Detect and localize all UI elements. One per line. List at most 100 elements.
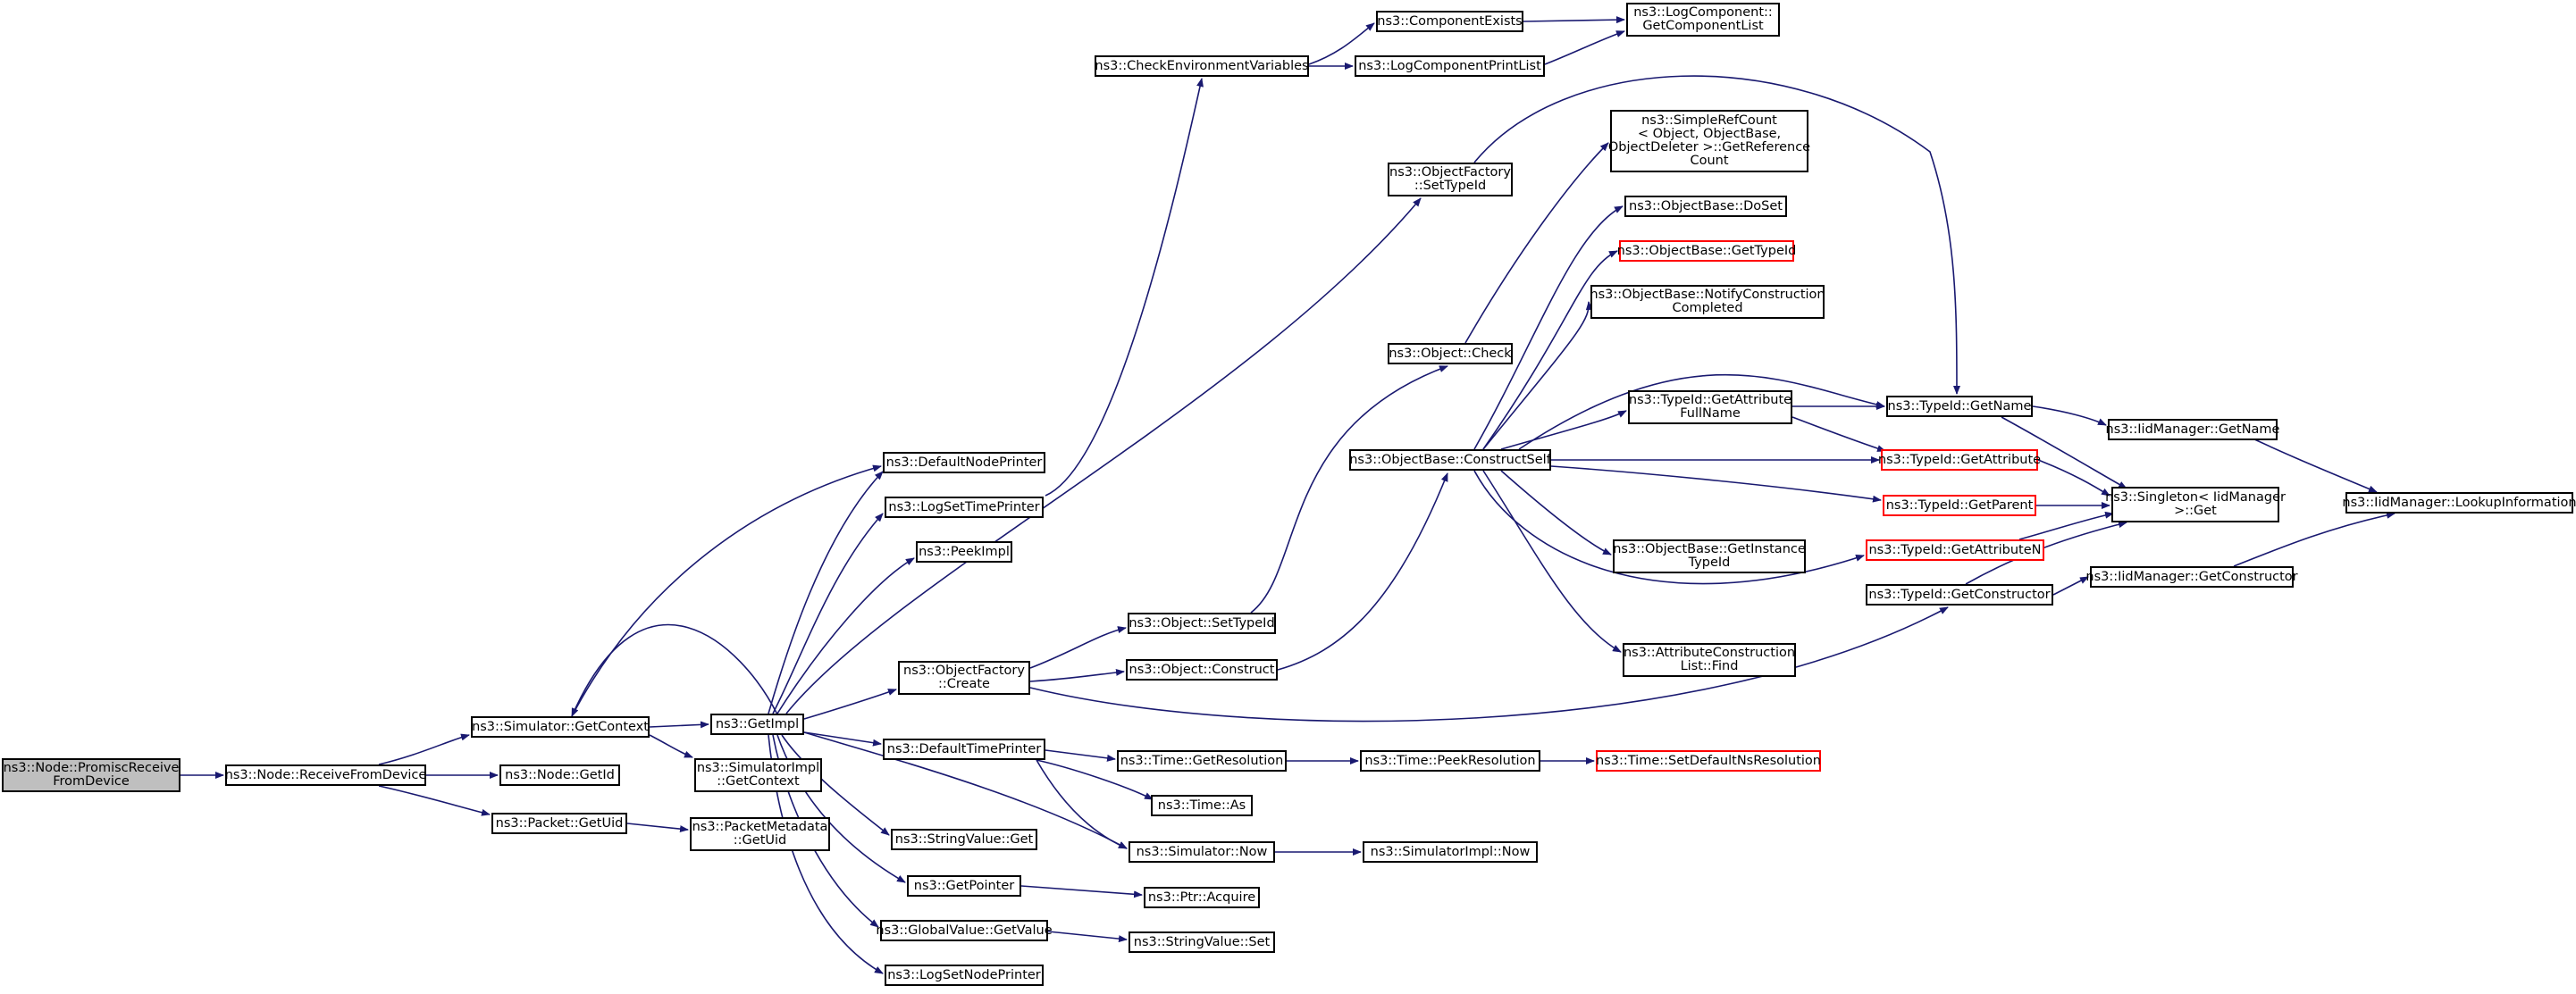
- node-label-line: GetComponentList: [1642, 19, 1764, 33]
- node-time-set-default-ns-resolution[interactable]: ns3::Time::SetDefaultNsResolution: [1596, 750, 1821, 772]
- node-object-factory-set-type-id[interactable]: ns3::ObjectFactory::SetTypeId: [1388, 163, 1513, 196]
- node-label-line: ns3::LogComponent::: [1633, 5, 1773, 20]
- node-label-line: Count: [1690, 154, 1729, 168]
- call-edge: [1020, 885, 1143, 898]
- node-time-peek-resolution[interactable]: ns3::Time::PeekResolution: [1360, 750, 1540, 772]
- call-edge: [1036, 759, 1128, 849]
- node-label-line: ns3::ObjectBase::NotifyConstruction: [1590, 288, 1825, 302]
- node-label-line: ns3::TypeId::GetAttribute: [1877, 452, 2042, 467]
- node-object-set-type-id[interactable]: ns3::Object::SetTypeId: [1128, 613, 1276, 634]
- node-simple-ref-count-get-reference-count[interactable]: ns3::SimpleRefCount< Object, ObjectBase,…: [1608, 110, 1810, 172]
- node-label-line: ns3::TypeId::GetName: [1887, 398, 2032, 413]
- node-iid-manager-get-name[interactable]: ns3::IidManager::GetName: [2105, 419, 2280, 440]
- node-get-impl[interactable]: ns3::GetImpl: [710, 714, 804, 735]
- node-string-value-set[interactable]: ns3::StringValue::Set: [1129, 931, 1275, 953]
- node-label-line: ns3::Packet::GetUid: [495, 815, 624, 831]
- call-edge: [785, 197, 1422, 714]
- node-type-id-get-attribute[interactable]: ns3::TypeId::GetAttribute: [1877, 449, 2042, 471]
- call-edge: [1544, 30, 1625, 65]
- node-packetmetadata-get-uid[interactable]: ns3::PacketMetadata::GetUid: [690, 817, 830, 851]
- node-label-line: ns3::IidManager::LookupInformation: [2342, 495, 2576, 510]
- node-label-line: ns3::Node::GetId: [505, 767, 615, 782]
- node-label-line: FullName: [1680, 406, 1741, 421]
- call-edge: [2037, 459, 2110, 497]
- call-edge: [1464, 142, 1609, 344]
- node-object-check[interactable]: ns3::Object::Check: [1388, 343, 1513, 364]
- node-label-line: ns3::LogSetTimePrinter: [888, 499, 1040, 514]
- call-edge: [1482, 470, 1622, 653]
- node-packet-get-uid[interactable]: ns3::Packet::GetUid: [491, 813, 627, 834]
- node-label-line: ns3::Time::SetDefaultNsResolution: [1596, 753, 1821, 768]
- node-string-value-get[interactable]: ns3::StringValue::Get: [891, 829, 1037, 850]
- node-label-line: ns3::ObjectBase::GetTypeId: [1616, 243, 1797, 258]
- node-component-exists[interactable]: ns3::ComponentExists: [1376, 11, 1523, 32]
- node-label-line: ::SetTypeId: [1414, 179, 1487, 193]
- node-get-pointer[interactable]: ns3::GetPointer: [907, 875, 1021, 897]
- call-edge: [378, 733, 470, 765]
- node-singleton-iid-manager-get[interactable]: ns3::Singleton< IidManager>::Get: [2105, 487, 2286, 522]
- node-label-line: ns3::ComponentExists: [1377, 13, 1523, 29]
- call-edge: [1277, 472, 1448, 671]
- node-object-construct[interactable]: ns3::Object::Construct: [1126, 659, 1278, 681]
- call-edge: [772, 513, 884, 714]
- node-object-base-construct-self[interactable]: ns3::ObjectBase::ConstructSelf: [1349, 449, 1551, 471]
- node-iid-manager-get-constructor[interactable]: ns3::IidManager::GetConstructor: [2085, 566, 2298, 588]
- node-node-get-id[interactable]: ns3::Node::GetId: [499, 764, 620, 786]
- node-log-component-print-list[interactable]: ns3::LogComponentPrintList: [1355, 55, 1545, 77]
- call-edge: [1473, 470, 1865, 585]
- call-edge: [626, 823, 689, 833]
- node-label-line: ns3::Singleton< IidManager: [2105, 490, 2286, 505]
- node-time-as[interactable]: ns3::Time::As: [1151, 795, 1253, 816]
- node-simulatorimpl-get-context[interactable]: ns3::SimulatorImpl::GetContext: [694, 758, 822, 792]
- call-edge: [1029, 668, 1125, 682]
- node-label-line: ns3::IidManager::GetName: [2105, 422, 2280, 437]
- node-default-time-printer[interactable]: ns3::DefaultTimePrinter: [883, 739, 1045, 760]
- node-type-id-get-constructor[interactable]: ns3::TypeId::GetConstructor: [1866, 584, 2053, 606]
- node-peek-impl[interactable]: ns3::PeekImpl: [916, 541, 1012, 563]
- node-receive-from-device[interactable]: ns3::Node::ReceiveFromDevice: [225, 764, 426, 786]
- node-label-line: ns3::AttributeConstruction: [1623, 646, 1796, 660]
- node-label-line: ns3::Node::ReceiveFromDevice: [224, 767, 427, 782]
- call-edge: [2233, 511, 2396, 567]
- node-object-base-do-set[interactable]: ns3::ObjectBase::DoSet: [1624, 196, 1787, 217]
- call-edge: [1029, 606, 1949, 723]
- node-ptr-acquire[interactable]: ns3::Ptr::Acquire: [1144, 887, 1260, 908]
- node-simulator-get-context[interactable]: ns3::Simulator::GetContext: [471, 716, 650, 738]
- node-label-line: ns3::LogSetNodePrinter: [887, 967, 1041, 982]
- node-label-line: ns3::ObjectFactory: [903, 664, 1025, 678]
- node-type-id-get-name[interactable]: ns3::TypeId::GetName: [1886, 396, 2033, 417]
- node-type-id-get-attribute-n[interactable]: ns3::TypeId::GetAttributeN: [1866, 539, 2044, 561]
- call-edge: [1047, 931, 1128, 943]
- node-check-environment-variables[interactable]: ns3::CheckEnvironmentVariables: [1095, 55, 1309, 77]
- node-label-line: ns3::GetImpl: [715, 716, 800, 731]
- node-object-base-get-type-id[interactable]: ns3::ObjectBase::GetTypeId: [1616, 240, 1797, 262]
- node-log-component-get-component-list[interactable]: ns3::LogComponent::GetComponentList: [1626, 3, 1780, 37]
- call-edge: [803, 731, 1128, 849]
- call-edge: [1029, 626, 1127, 669]
- node-object-factory-create[interactable]: ns3::ObjectFactory::Create: [898, 661, 1030, 695]
- node-label-line: Completed: [1672, 301, 1743, 315]
- call-edge: [1045, 78, 1204, 497]
- node-simulator-now[interactable]: ns3::Simulator::Now: [1129, 841, 1275, 863]
- node-log-set-time-printer[interactable]: ns3::LogSetTimePrinter: [885, 497, 1044, 518]
- node-global-value-get-value[interactable]: ns3::GlobalValue::GetValue: [876, 920, 1053, 941]
- call-edge: [649, 721, 709, 729]
- node-type-id-get-parent[interactable]: ns3::TypeId::GetParent: [1883, 495, 2036, 516]
- call-edge: [571, 464, 882, 717]
- node-label-line: ns3::TypeId::GetAttribute: [1628, 393, 1792, 407]
- node-time-get-resolution[interactable]: ns3::Time::GetResolution: [1117, 750, 1287, 772]
- call-edge: [776, 734, 906, 883]
- node-iid-manager-lookup-information[interactable]: ns3::IidManager::LookupInformation: [2342, 492, 2576, 514]
- node-default-node-printer[interactable]: ns3::DefaultNodePrinter: [883, 452, 1045, 473]
- node-simulatorimpl-now[interactable]: ns3::SimulatorImpl::Now: [1363, 841, 1538, 863]
- node-label-line: >::Get: [2174, 504, 2217, 518]
- node-label-line: ns3::ObjectBase::ConstructSelf: [1349, 452, 1551, 467]
- node-log-set-node-printer[interactable]: ns3::LogSetNodePrinter: [885, 965, 1044, 986]
- node-label-line: ns3::StringValue::Get: [894, 831, 1034, 847]
- call-edge: [2001, 416, 2127, 489]
